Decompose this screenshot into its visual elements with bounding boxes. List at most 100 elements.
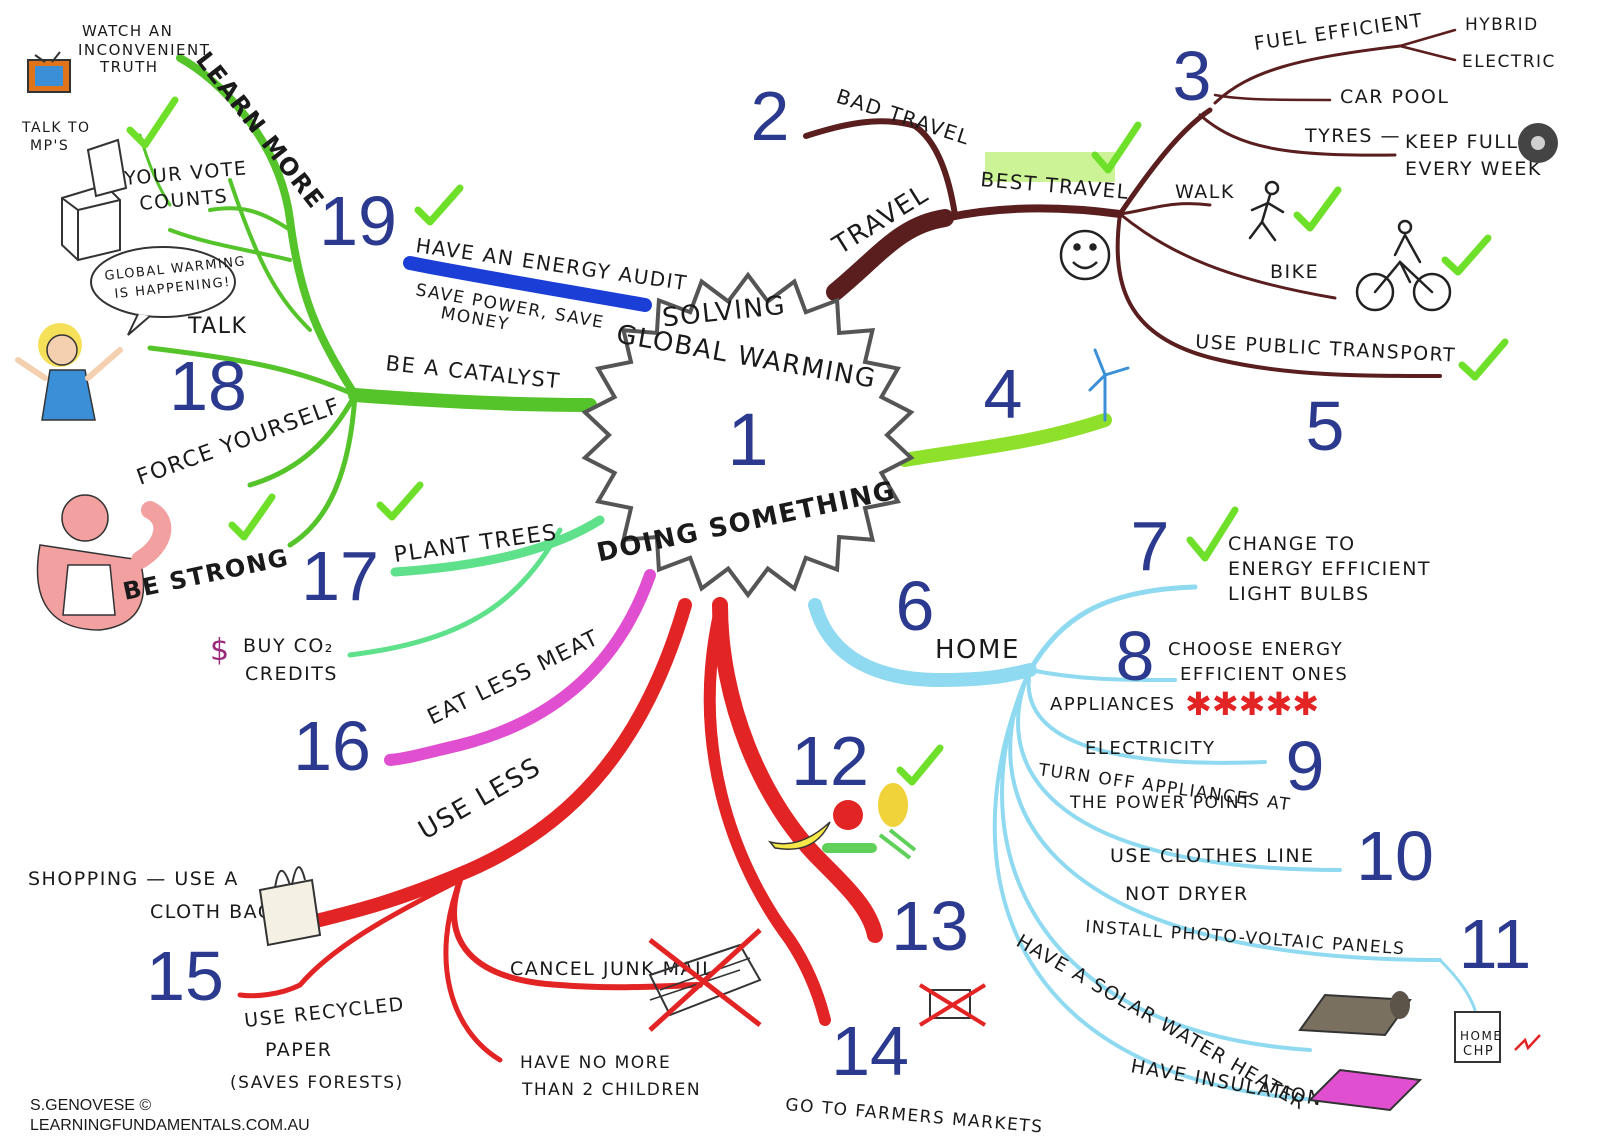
appliances-choose-1: CHOOSE ENERGY [1168, 639, 1343, 660]
check-icon [126, 96, 179, 149]
not-dryer-label: NOT DRYER [1125, 883, 1249, 905]
check-icon [1441, 234, 1492, 276]
number-12: 12 [791, 722, 869, 800]
shopping-line-2: CLOTH BAG [150, 901, 274, 923]
turn-off-line-2: THE POWER POINT [1069, 793, 1252, 813]
strong-man-icon [36, 494, 172, 631]
walker-icon [1248, 180, 1285, 242]
number-4: 4 [984, 355, 1023, 433]
check-icon [1293, 186, 1342, 232]
children-line-2: THAN 2 CHILDREN [521, 1080, 701, 1100]
check-icon [896, 744, 944, 786]
travel-branch [803, 28, 1457, 378]
number-19: 19 [319, 182, 397, 260]
check-icon [414, 184, 464, 226]
check-icon [228, 493, 276, 541]
energy-branch [898, 413, 1112, 467]
use-less-branch [237, 597, 883, 1063]
bulbs-line-2: ENERGY EFFICIENT [1228, 558, 1431, 580]
tyres-label: TYRES — [1304, 125, 1401, 147]
check-icon [1186, 506, 1239, 562]
recycled-line-2: PAPER [265, 1039, 332, 1061]
walk-label: WALK [1175, 181, 1235, 203]
keep-full-label: KEEP FULL [1405, 131, 1518, 153]
every-week-label: EVERY WEEK [1405, 158, 1542, 180]
shopping-line-1: SHOPPING — USE A [28, 868, 239, 890]
check-icons [126, 96, 1509, 786]
insulation-icon [1307, 1068, 1423, 1112]
cyclist-icon [1355, 219, 1452, 312]
smiley-icon [1059, 229, 1111, 281]
number-6: 6 [896, 567, 935, 645]
check-icon [376, 481, 424, 521]
number-11: 11 [1459, 905, 1532, 983]
home-label: HOME [935, 635, 1020, 665]
car-pool-label: CAR POOL [1340, 86, 1449, 108]
bad-travel-label: BAD TRAVEL [833, 84, 973, 150]
talk-to-line-1: TALK TO [21, 120, 91, 136]
pv-panels-label: INSTALL PHOTO-VOLTAIC PANELS [1085, 917, 1406, 959]
chp-line-2: CHP [1463, 1044, 1494, 1059]
home-branch [808, 584, 1477, 1102]
clothes-line-label: USE CLOTHES LINE [1110, 845, 1315, 867]
number-9: 9 [1286, 727, 1325, 805]
children-line-1: HAVE NO MORE [520, 1053, 671, 1073]
step-numbers: 2 3 4 5 6 7 8 9 10 11 12 13 14 15 16 17 … [146, 37, 1531, 1090]
number-7: 7 [1131, 507, 1170, 585]
recycled-line-3: (SAVES FORESTS) [230, 1073, 404, 1093]
co2-line-1: BUY CO₂ [243, 635, 334, 657]
meat-branch [384, 569, 656, 766]
audit-branch [403, 256, 652, 312]
food-icon [767, 783, 917, 860]
crossed-mail-icon [648, 928, 762, 1032]
number-15: 15 [146, 937, 224, 1015]
bulbs-line-3: LIGHT BULBS [1228, 583, 1370, 605]
electricity-label: ELECTRICITY [1085, 738, 1216, 759]
number-5: 5 [1306, 387, 1345, 465]
vote-line-1: YOUR VOTE [123, 157, 249, 190]
catalyst-branch [138, 54, 597, 548]
crossed-box-icon [918, 983, 987, 1027]
inconvenient-line-3: TRUTH [99, 58, 159, 76]
bike-label: BIKE [1270, 261, 1319, 283]
talk-to-line-2: MP'S [30, 138, 69, 154]
check-icon [1458, 338, 1509, 381]
ballot-box-icon [61, 138, 128, 262]
catalyst-label: BE A CATALYST [384, 351, 561, 393]
fuel-efficient-label: FUEL EFFICIENT [1253, 9, 1425, 55]
tyre-icon [1518, 123, 1558, 163]
inconvenient-line-2: INCONVENIENT [78, 41, 210, 59]
home-chp-icon: HOME CHP [1454, 1011, 1541, 1063]
credit-author: S.GENOVESE © [30, 1097, 151, 1114]
electric-label: ELECTRIC [1462, 52, 1556, 72]
number-17: 17 [301, 537, 379, 615]
wind-turbine-icon [1088, 348, 1130, 422]
inconvenient-line-1: WATCH AN [82, 22, 173, 40]
speech-bubble: GLOBAL WARMING IS HAPPENING! [90, 246, 247, 336]
hybrid-label: HYBRID [1465, 15, 1539, 35]
energy-stars: ✱✱✱✱✱ [1185, 685, 1319, 723]
number-2: 2 [751, 77, 790, 155]
check-icon [1091, 121, 1142, 174]
center-node: SOLVING GLOBAL WARMING 1 DOING SOMETHING [581, 271, 915, 599]
number-10: 10 [1356, 817, 1434, 895]
trees-branch [347, 515, 605, 658]
number-18: 18 [169, 347, 247, 425]
number-14: 14 [831, 1012, 909, 1090]
center-number: 1 [727, 398, 768, 481]
appliances-choose-2: EFFICIENT ONES [1180, 664, 1348, 685]
bulbs-line-1: CHANGE TO [1228, 533, 1356, 555]
farmers-markets-label: GO TO FARMERS MARKETS [785, 1095, 1045, 1137]
recycled-line-1: USE RECYCLED [243, 993, 406, 1032]
number-16: 16 [293, 707, 371, 785]
appliances-label: APPLIANCES [1050, 694, 1176, 715]
junk-mail-label: CANCEL JUNK MAIL [510, 958, 714, 980]
dollar-icon: $ [210, 633, 229, 668]
eat-less-meat-label: EAT LESS MEAT [424, 626, 604, 731]
talk-label: TALK [187, 314, 247, 339]
chp-line-1: HOME [1460, 1029, 1502, 1043]
number-8: 8 [1116, 617, 1155, 695]
number-13: 13 [891, 887, 969, 965]
cloth-bag-icon [258, 866, 322, 947]
